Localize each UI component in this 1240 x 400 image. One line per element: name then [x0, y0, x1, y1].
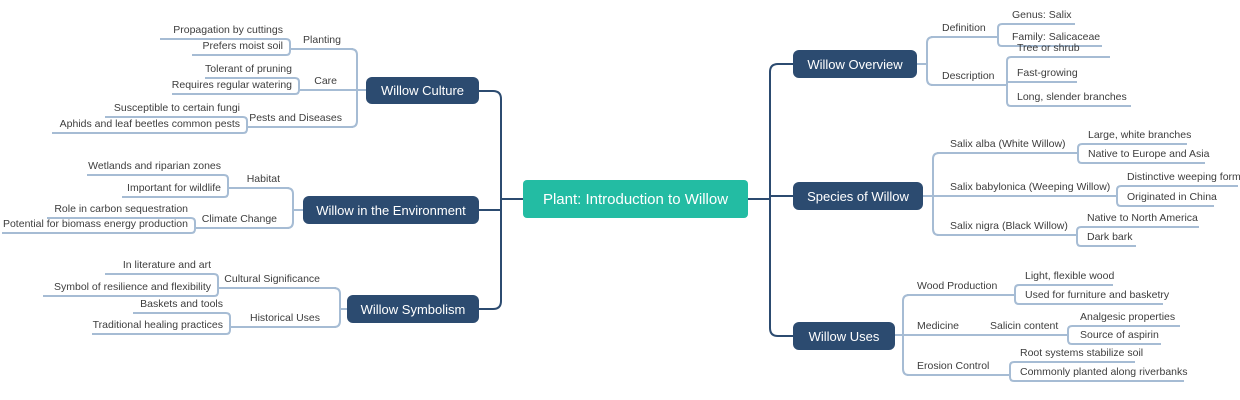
subtopic-planting[interactable]: Planting: [303, 34, 341, 46]
leaf-role-in-carbon-sequestration[interactable]: Role in carbon sequestration: [54, 203, 188, 215]
subtopic-cultural-significance[interactable]: Cultural Significance: [224, 273, 320, 285]
subtopic-salicin-content[interactable]: Salicin content: [990, 320, 1059, 332]
leaf-dark-bark[interactable]: Dark bark: [1087, 231, 1133, 243]
leaf-fast-growing[interactable]: Fast-growing: [1017, 67, 1078, 79]
branch-connectors: [2, 23, 1238, 382]
overview-bracket: [917, 36, 934, 86]
leaf-native-to-europe-and-asia[interactable]: Native to Europe and Asia: [1088, 148, 1210, 160]
leaf-analgesic-properties[interactable]: Analgesic properties: [1080, 311, 1176, 323]
habitat-leaves-bracket: [87, 174, 229, 198]
subtopic-climate-change[interactable]: Climate Change: [201, 213, 277, 225]
subtopic-definition[interactable]: Definition: [942, 22, 986, 34]
main-topic-willow-culture[interactable]: Willow Culture: [366, 77, 479, 104]
leaf-light-flexible-wood[interactable]: Light, flexible wood: [1025, 270, 1115, 282]
salix-alba-leaves-bracket: [1077, 143, 1205, 164]
erosion-leaves-bracket: [1009, 361, 1184, 382]
leaf-in-literature-and-art[interactable]: In literature and art: [122, 259, 211, 271]
culture-bracket: [350, 48, 358, 128]
subtopic-pests-and-diseases[interactable]: Pests and Diseases: [249, 112, 342, 124]
planting-leaves-bracket: [160, 38, 291, 56]
pests-leaves-bracket: [52, 116, 248, 134]
care-leaves-bracket: [172, 77, 300, 95]
wood-leaves-bracket: [1014, 284, 1163, 305]
trunk-connector-right: [769, 63, 793, 337]
leaf-commonly-planted-along-riverbanks[interactable]: Commonly planted along riverbanks: [1020, 366, 1188, 378]
subtopic-erosion-control[interactable]: Erosion Control: [917, 360, 990, 372]
main-topic-willow-in-the-environment[interactable]: Willow in the Environment: [303, 196, 479, 224]
leaf-tree-or-shrub[interactable]: Tree or shrub: [1017, 42, 1080, 54]
medicine-leaves-bracket: [1067, 325, 1180, 345]
leaf-baskets-and-tools[interactable]: Baskets and tools: [140, 298, 223, 310]
subtopic-wood-production[interactable]: Wood Production: [917, 280, 998, 292]
subtopic-historical-uses[interactable]: Historical Uses: [249, 312, 320, 324]
leaf-large-white-branches[interactable]: Large, white branches: [1088, 129, 1192, 141]
subtopic-medicine[interactable]: Medicine: [917, 320, 960, 332]
leaf-requires-regular-watering[interactable]: Requires regular watering: [171, 79, 292, 91]
climate-leaves-bracket: [2, 217, 196, 234]
environment-bracket: [286, 187, 303, 229]
definition-leaves-bracket: [997, 23, 1102, 47]
trunk-connector-left: [479, 90, 502, 310]
subtopic-salix-alba[interactable]: Salix alba (White Willow): [950, 138, 1066, 150]
cultural-leaves-bracket: [43, 273, 219, 297]
leaf-native-to-north-america[interactable]: Native to North America: [1087, 212, 1198, 224]
leaf-symbol-of-resilience[interactable]: Symbol of resilience and flexibility: [54, 281, 211, 293]
leaf-originated-in-china[interactable]: Originated in China: [1127, 191, 1217, 203]
salix-babylonica-leaves-bracket: [1116, 185, 1238, 207]
symbolism-bracket: [333, 287, 347, 328]
central-topic[interactable]: Plant: Introduction to Willow: [523, 180, 748, 218]
leaf-potential-for-biomass-energy[interactable]: Potential for biomass energy production: [2, 218, 188, 230]
leaf-used-for-furniture-and-basketry[interactable]: Used for furniture and basketry: [1025, 289, 1170, 301]
trunk-connectors: [479, 63, 793, 337]
salix-nigra-leaves-bracket: [1076, 226, 1199, 247]
subtopic-care[interactable]: Care: [314, 75, 337, 87]
leaf-important-for-wildlife[interactable]: Important for wildlife: [127, 182, 221, 194]
main-topic-willow-symbolism[interactable]: Willow Symbolism: [347, 295, 479, 323]
main-topic-species-of-willow[interactable]: Species of Willow: [793, 182, 923, 210]
subtopic-salix-babylonica[interactable]: Salix babylonica (Weeping Willow): [950, 181, 1111, 193]
leaf-susceptible-to-certain-fungi[interactable]: Susceptible to certain fungi: [113, 102, 240, 114]
leaf-traditional-healing-practices[interactable]: Traditional healing practices: [92, 319, 223, 331]
leaf-tolerant-of-pruning[interactable]: Tolerant of pruning: [205, 63, 292, 75]
historical-leaves-bracket: [92, 312, 231, 335]
leaf-prefers-moist-soil[interactable]: Prefers moist soil: [202, 40, 283, 52]
leaf-distinctive-weeping-form[interactable]: Distinctive weeping form: [1127, 171, 1240, 183]
leaf-wetlands-and-riparian-zones[interactable]: Wetlands and riparian zones: [88, 160, 221, 172]
main-topic-willow-uses[interactable]: Willow Uses: [793, 322, 895, 350]
main-topic-willow-overview[interactable]: Willow Overview: [793, 50, 917, 78]
leaf-genus-salix[interactable]: Genus: Salix: [1012, 9, 1072, 21]
species-bracket: [923, 152, 940, 236]
subtopic-description[interactable]: Description: [942, 70, 995, 82]
leaf-family-salicaceae[interactable]: Family: Salicaceae: [1012, 31, 1101, 43]
subtopic-salix-nigra[interactable]: Salix nigra (Black Willow): [950, 220, 1068, 232]
description-leaves-bracket: [1006, 56, 1131, 107]
leaf-aphids-and-leaf-beetles[interactable]: Aphids and leaf beetles common pests: [59, 118, 240, 130]
leaf-source-of-aspirin[interactable]: Source of aspirin: [1080, 329, 1159, 341]
leaf-propagation-by-cuttings[interactable]: Propagation by cuttings: [173, 24, 283, 36]
leaf-long-slender-branches[interactable]: Long, slender branches: [1017, 91, 1127, 103]
subtopic-habitat[interactable]: Habitat: [246, 173, 280, 185]
leaf-root-systems-stabilize-soil[interactable]: Root systems stabilize soil: [1020, 347, 1144, 359]
